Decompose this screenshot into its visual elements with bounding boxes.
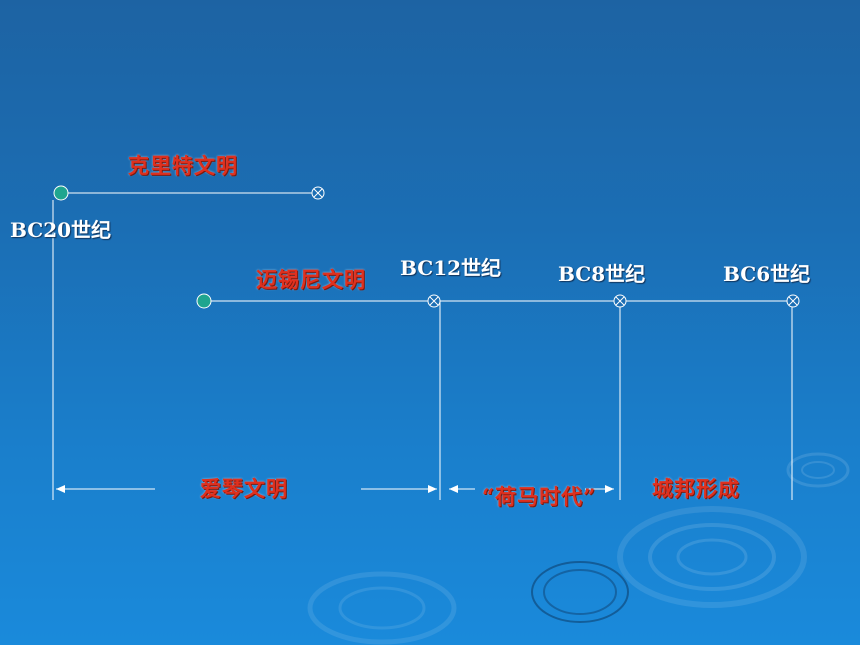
- crete-start-marker: [53, 185, 69, 201]
- homer-left-arrow: [449, 485, 475, 493]
- bc12-marker: [427, 294, 441, 308]
- crete-end-marker: [311, 186, 325, 200]
- bc8-century-label: BC8世纪: [558, 262, 646, 286]
- bc20-century-label: BC20世纪: [10, 218, 112, 242]
- mycenae-civilization-label: 迈锡尼文明: [256, 267, 366, 292]
- polis-formation-label: 城邦形成: [652, 476, 740, 501]
- aegean-left-arrow: [56, 485, 155, 493]
- homer-right-arrow: [585, 485, 614, 493]
- homer-era-label: “荷马时代”: [482, 484, 597, 509]
- aegean-civilization-label: 爱琴文明: [200, 476, 288, 501]
- bc8-marker: [613, 294, 627, 308]
- ripple-decoration: [307, 452, 850, 645]
- aegean-right-arrow: [361, 485, 437, 493]
- bc6-century-label: BC6世纪: [723, 262, 811, 286]
- mycenae-start-marker: [196, 293, 212, 309]
- crete-civilization-label: 克里特文明: [128, 153, 238, 178]
- bc6-marker: [786, 294, 800, 308]
- bc12-century-label: BC12世纪: [400, 256, 502, 280]
